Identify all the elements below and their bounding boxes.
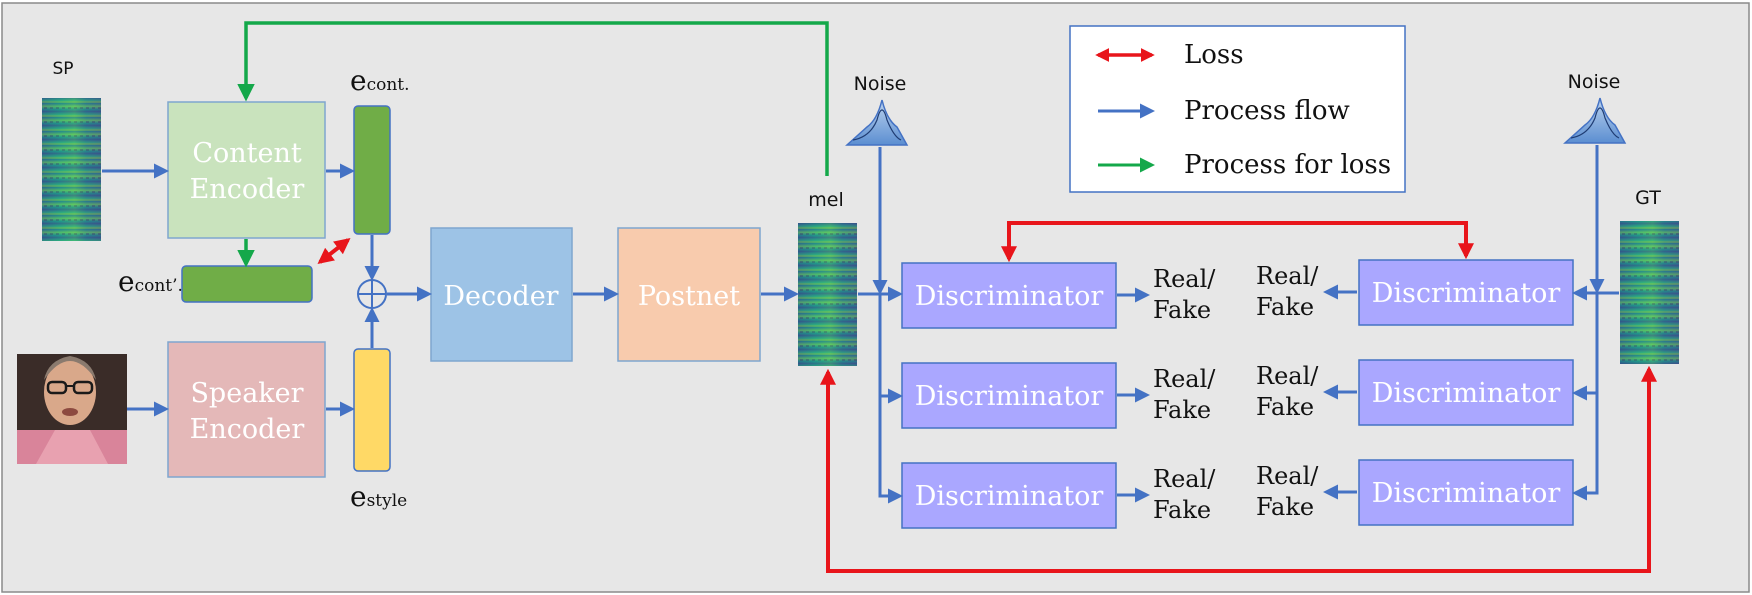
gt-spectrogram <box>1620 221 1679 364</box>
real-fake-left-1-a: Real/ <box>1153 265 1216 293</box>
noise-left-label: Noise <box>854 73 907 95</box>
real-fake-right-3-a: Real/ <box>1256 462 1319 490</box>
speaker-face-image <box>17 354 127 464</box>
discriminators-left: Discriminator Discriminator Discriminato… <box>901 262 1117 529</box>
discriminator-right-3-label: Discriminator <box>1372 478 1561 509</box>
decoder-block <box>430 227 573 362</box>
process-for-loss-arrows <box>237 21 829 268</box>
content-encoder-label-2: Encoder <box>190 174 305 205</box>
real-fake-left-1-b: Fake <box>1153 296 1211 324</box>
discriminator-right-1 <box>1358 259 1574 326</box>
discriminator-right-3 <box>1358 459 1574 526</box>
real-fake-left-3-b: Fake <box>1153 496 1211 524</box>
discriminator-left-1 <box>901 262 1117 329</box>
e-style-bar <box>353 348 391 472</box>
decoder-label: Decoder <box>443 281 558 312</box>
postnet-label: Postnet <box>638 281 740 312</box>
gt-label: GT <box>1635 187 1661 209</box>
discriminator-left-2-label: Discriminator <box>915 381 1104 412</box>
speaker-encoder-label-1: Speaker <box>190 378 303 409</box>
e-cont-bar <box>353 105 391 235</box>
real-fake-left-2-a: Real/ <box>1153 365 1216 393</box>
legend-loss-label: Loss <box>1184 40 1244 70</box>
discriminator-right-2-label: Discriminator <box>1372 378 1561 409</box>
speaker-encoder-label-2: Encoder <box>190 414 305 445</box>
discriminator-left-1-label: Discriminator <box>915 281 1104 312</box>
real-fake-right-1-b: Fake <box>1256 293 1314 321</box>
e-cont-prime-bar <box>181 265 313 303</box>
discriminator-left-3-label: Discriminator <box>915 481 1104 512</box>
postnet-block <box>617 227 761 362</box>
real-fake-right-3-b: Fake <box>1256 493 1314 521</box>
discriminator-left-3 <box>901 462 1117 529</box>
real-fake-right-1-a: Real/ <box>1256 262 1319 290</box>
process-flow-arrows <box>102 145 1619 504</box>
sp-spectrogram <box>42 98 101 241</box>
mel-spectrogram <box>798 223 857 366</box>
e-cont-label: econt. <box>350 64 410 97</box>
real-fake-right-2-b: Fake <box>1256 393 1314 421</box>
sum-operator-icon <box>357 279 387 309</box>
real-fake-left-3-a: Real/ <box>1153 465 1216 493</box>
discriminator-right-1-label: Discriminator <box>1372 278 1561 309</box>
e-cont-prime-label: econt’. <box>118 265 183 298</box>
discriminators-right: Discriminator Discriminator Discriminato… <box>1358 259 1574 526</box>
real-fake-left-2-b: Fake <box>1153 396 1211 424</box>
legend: Loss Process flow Process for loss <box>1069 25 1406 193</box>
noise-left-icon <box>845 99 909 146</box>
e-style-label: estyle <box>350 480 407 513</box>
real-fake-right-2-a: Real/ <box>1256 362 1319 390</box>
speaker-encoder-block <box>167 341 326 478</box>
loss-arrows <box>317 221 1657 573</box>
content-encoder-label-1: Content <box>192 138 302 169</box>
noise-right-label: Noise <box>1568 71 1621 93</box>
noise-right-icon <box>1563 97 1627 144</box>
mel-label: mel <box>808 189 843 211</box>
sp-label: SP <box>52 59 73 79</box>
content-encoder-block <box>167 101 326 239</box>
legend-process-flow-label: Process flow <box>1184 96 1350 126</box>
legend-process-for-loss-label: Process for loss <box>1184 150 1391 180</box>
